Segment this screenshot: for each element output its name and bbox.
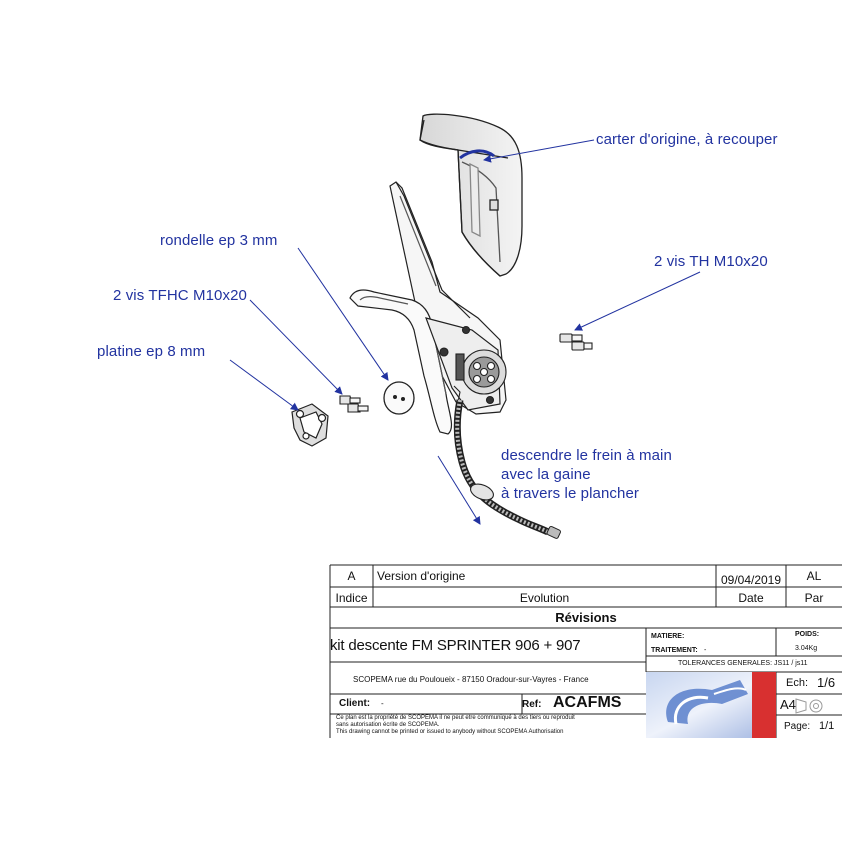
projection-symbol-icon — [795, 698, 823, 714]
bolts-tfhc-part — [339, 395, 369, 413]
bolts-th-part — [559, 333, 593, 351]
matiere-label: MATIERE: — [651, 633, 685, 640]
callout-platine: platine ep 8 mm — [97, 343, 206, 360]
poids-label: POIDS: — [795, 631, 820, 638]
revision-date: 09/04/2019 — [720, 573, 782, 587]
rondelle-part — [383, 381, 415, 415]
callout-rondelle: rondelle ep 3 mm — [160, 232, 278, 249]
client-value: - — [381, 699, 384, 708]
revision-par: AL — [806, 569, 822, 583]
callout-vis-th: 2 vis TH M10x20 — [654, 253, 768, 270]
callout-carter: carter d'origine, à recouper — [596, 131, 778, 148]
notice-fr-1: Ce plan est la propriété de SCOPEMA il n… — [336, 715, 575, 721]
traitement-value: - — [704, 647, 707, 654]
callout-descendre-line-1: descendre le frein à main — [501, 447, 672, 464]
callout-descendre-line-3: à travers le plancher — [501, 485, 640, 502]
carter-part — [419, 113, 523, 277]
ratchet-mechanism-part — [439, 325, 507, 405]
callout-descendre: descendre le frein à main avec la gaine … — [501, 446, 672, 503]
callout-descendre-line-2: avec la gaine — [501, 466, 591, 483]
company-address: SCOPEMA rue du Pouloueix - 87150 Oradour… — [353, 675, 589, 684]
platine-part — [291, 403, 329, 447]
ref-value: ACAFMS — [553, 694, 622, 711]
revision-evolution: Version d'origine — [377, 569, 466, 583]
traitement-label: TRAITEMENT: — [651, 647, 698, 654]
leader-lines — [229, 139, 701, 525]
ech-value: 1/6 — [817, 675, 836, 690]
ech-label: Ech: — [786, 677, 809, 689]
callout-vis-tfhc: 2 vis TFHC M10x20 — [113, 287, 247, 304]
format-value: A4 — [780, 697, 796, 712]
header-par: Par — [804, 591, 824, 605]
revision-indice: A — [347, 569, 356, 583]
client-label: Client: — [339, 698, 371, 709]
header-date: Date — [738, 591, 764, 605]
header-evolution: Evolution — [519, 591, 570, 605]
brake-cable-part — [453, 399, 561, 539]
page-value: 1/1 — [819, 720, 835, 732]
scopema-logo — [646, 672, 776, 738]
page-label: Page: — [784, 721, 811, 732]
tolerances: TOLERANCES GENERALES: JS11 / js11 — [678, 660, 808, 667]
ref-label: Ref: — [522, 699, 542, 710]
header-indice: Indice — [335, 591, 368, 605]
notice-en: This drawing cannot be printed or issued… — [336, 729, 564, 735]
title-block-frame — [329, 564, 842, 738]
drawing-title: kit descente FM SPRINTER 906 + 907 — [330, 637, 581, 654]
revisions-label: Révisions — [555, 610, 617, 625]
notice-fr-2: sans autorisation écrite de SCOPEMA. — [336, 722, 440, 728]
poids-value: 3.04Kg — [795, 645, 818, 652]
